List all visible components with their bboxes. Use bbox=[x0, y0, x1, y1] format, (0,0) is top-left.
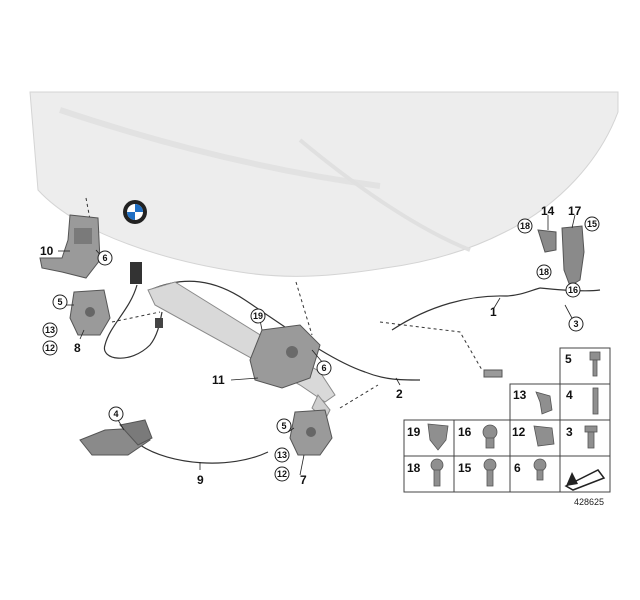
cable-holder-bracket bbox=[537, 225, 585, 287]
callout-7: 7 bbox=[300, 473, 307, 487]
svg-text:13: 13 bbox=[277, 450, 287, 460]
hood-lock-right bbox=[289, 409, 333, 456]
callout-18-mid: 18 bbox=[536, 264, 552, 280]
callout-4: 4 bbox=[108, 406, 124, 422]
callout-12-right: 12 bbox=[274, 466, 290, 482]
callout-13-left: 13 bbox=[42, 322, 58, 338]
svg-text:6: 6 bbox=[102, 253, 107, 263]
callout-10: 10 bbox=[40, 244, 54, 258]
callout-18-top: 18 bbox=[517, 218, 533, 234]
svg-text:18: 18 bbox=[539, 267, 549, 277]
callout-3: 3 bbox=[568, 316, 584, 332]
grid-label-13: 13 bbox=[513, 388, 527, 402]
cable-end-fitting bbox=[483, 369, 503, 378]
svg-text:12: 12 bbox=[277, 469, 287, 479]
svg-text:19: 19 bbox=[253, 311, 263, 321]
grid-label-18: 18 bbox=[407, 461, 421, 475]
callout-16: 16 bbox=[565, 282, 581, 298]
callout-19: 19 bbox=[250, 308, 266, 324]
callout-14: 14 bbox=[541, 204, 555, 218]
callout-9: 9 bbox=[197, 473, 204, 487]
svg-text:15: 15 bbox=[587, 219, 597, 229]
callout-17: 17 bbox=[568, 204, 582, 218]
hood-panel bbox=[29, 91, 619, 277]
callout-2: 2 bbox=[396, 387, 403, 401]
grid-label-5: 5 bbox=[565, 352, 572, 366]
callout-5-right: 5 bbox=[276, 418, 292, 434]
assembly-dashed-lines bbox=[85, 197, 483, 409]
grid-label-12: 12 bbox=[512, 425, 526, 439]
callout-1: 1 bbox=[490, 305, 497, 319]
hood-hinge-left bbox=[39, 214, 101, 279]
callout-6-top: 6 bbox=[97, 250, 113, 266]
callout-5-left: 5 bbox=[52, 294, 68, 310]
grid-label-15: 15 bbox=[458, 461, 472, 475]
hood-lock-left bbox=[69, 289, 111, 336]
arrow-symbol-icon bbox=[564, 469, 606, 491]
callout-15: 15 bbox=[584, 216, 600, 232]
callout-6-center: 6 bbox=[316, 360, 332, 376]
sensor-wire bbox=[103, 284, 163, 359]
svg-text:5: 5 bbox=[281, 421, 286, 431]
svg-text:5: 5 bbox=[57, 297, 62, 307]
svg-text:16: 16 bbox=[568, 285, 578, 295]
svg-text:3: 3 bbox=[573, 319, 578, 329]
hood-contact-switch bbox=[130, 262, 163, 328]
grid-part-drawings bbox=[427, 351, 601, 487]
grid-label-4: 4 bbox=[566, 388, 573, 402]
svg-text:4: 4 bbox=[113, 409, 118, 419]
callout-12-left: 12 bbox=[42, 340, 58, 356]
grid-label-16: 16 bbox=[458, 425, 472, 439]
callout-11: 11 bbox=[212, 373, 225, 387]
release-lever-handle bbox=[79, 419, 153, 456]
svg-text:6: 6 bbox=[321, 363, 326, 373]
bowden-cable-9 bbox=[139, 444, 269, 464]
grid-label-6: 6 bbox=[514, 461, 521, 475]
diagram-id: 428625 bbox=[574, 497, 604, 507]
grid-label-3: 3 bbox=[566, 425, 573, 439]
callout-13-right: 13 bbox=[274, 447, 290, 463]
grid-label-19: 19 bbox=[407, 425, 421, 439]
svg-text:12: 12 bbox=[45, 343, 55, 353]
callout-8: 8 bbox=[74, 341, 81, 355]
hood-lock-bracket-center bbox=[249, 324, 321, 389]
svg-text:13: 13 bbox=[45, 325, 55, 335]
svg-text:18: 18 bbox=[520, 221, 530, 231]
bmw-logo-icon bbox=[123, 200, 147, 224]
